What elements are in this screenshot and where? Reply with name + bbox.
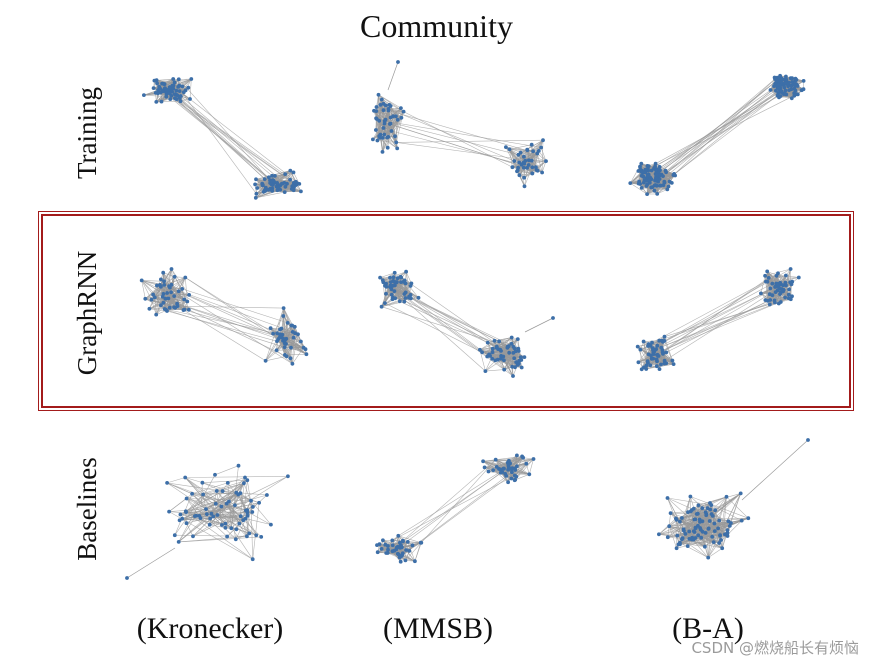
graph-training-kronecker xyxy=(142,77,303,200)
column-label-ba: (B-A) xyxy=(672,612,744,645)
outlier-node xyxy=(396,60,400,64)
outlier-edge xyxy=(126,547,176,579)
graph-baselines-ba xyxy=(657,491,751,560)
outlier-edge xyxy=(524,317,554,333)
outlier-node xyxy=(551,316,555,320)
graph-baselines-mmsb xyxy=(375,453,536,564)
graph-graphrnn-ba xyxy=(635,267,801,372)
graph-training-ba xyxy=(628,73,806,197)
column-label-mmsb: (MMSB) xyxy=(382,612,494,645)
graph-graphrnn-kronecker xyxy=(139,267,309,366)
graphrnn-highlight-box xyxy=(38,211,854,411)
graph-training-mmsb xyxy=(371,92,548,189)
figure-title: Community xyxy=(360,8,513,44)
outlier-node xyxy=(125,576,129,580)
outlier-node xyxy=(806,438,810,442)
outlier-edge xyxy=(387,61,399,91)
watermark: CSDN @燃烧船长有烦恼 xyxy=(691,639,859,657)
graph-baselines-kronecker xyxy=(165,463,290,562)
graph-graphrnn-mmsb xyxy=(378,269,527,378)
column-label-kronecker: (Kronecker) xyxy=(136,612,284,645)
outlier-edge xyxy=(741,439,809,501)
